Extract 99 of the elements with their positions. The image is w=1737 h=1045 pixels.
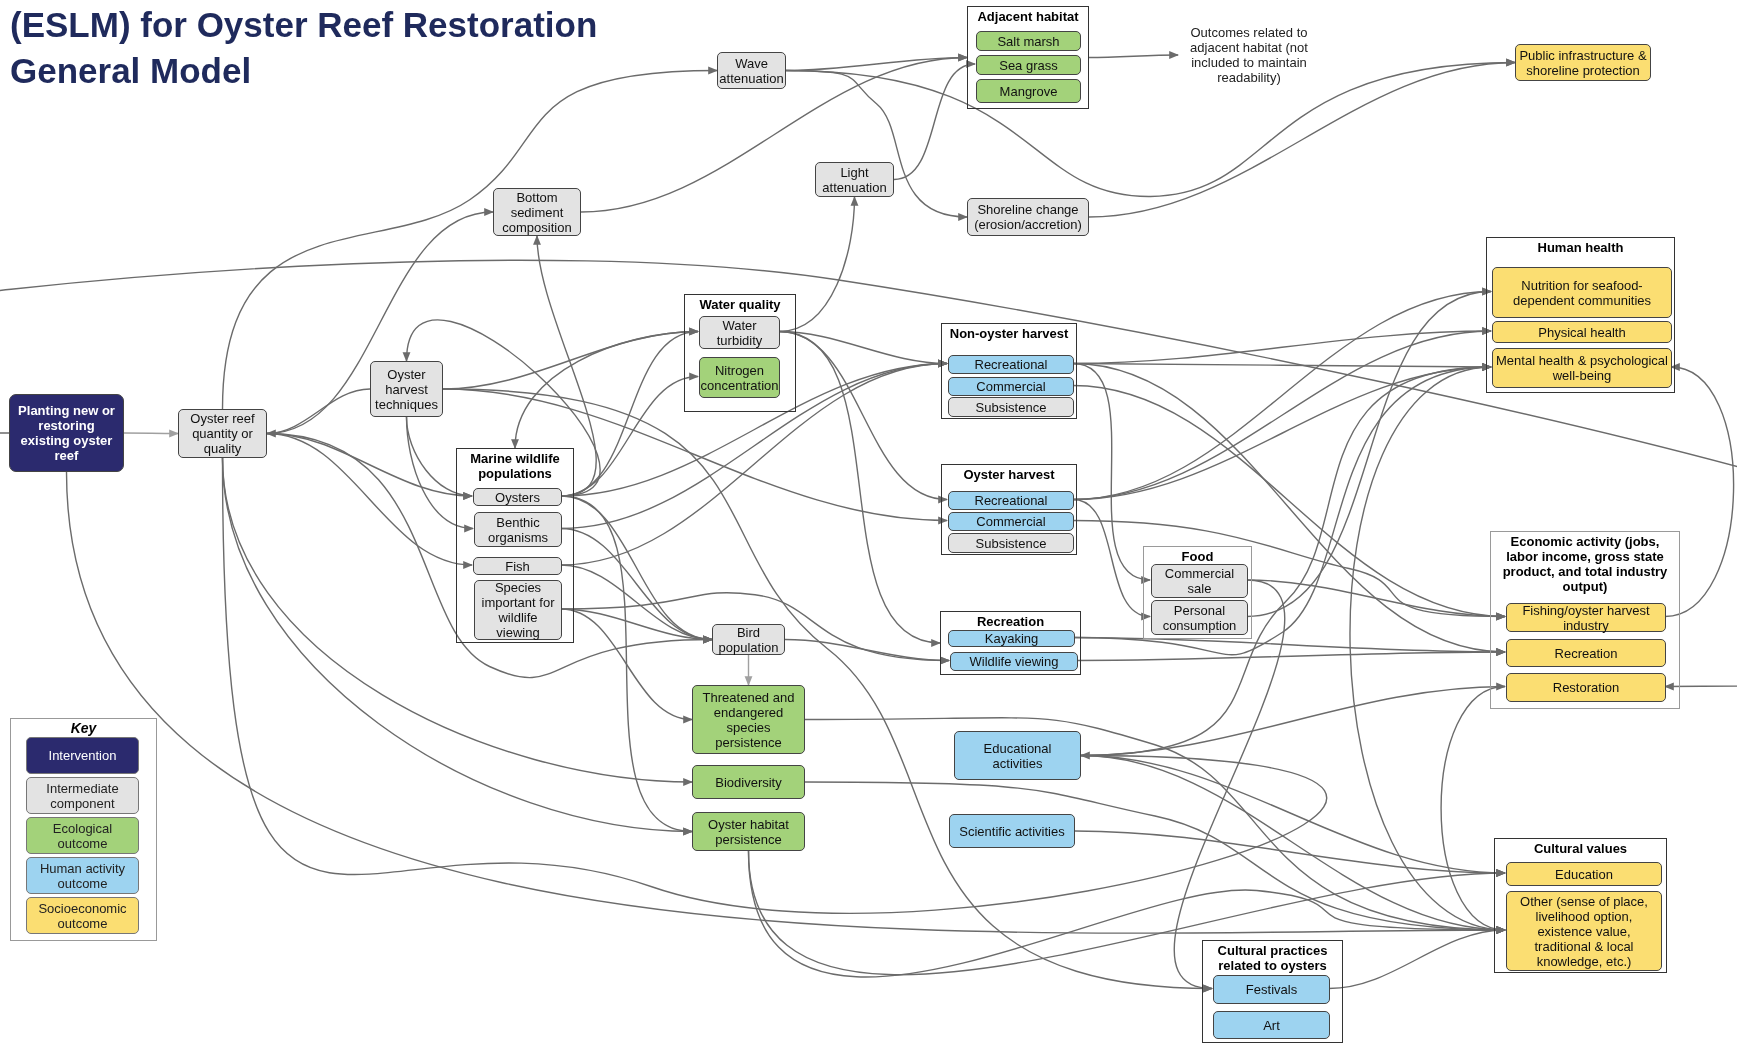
intermediate-box: Subsistence [948, 533, 1074, 553]
category-panel [1494, 838, 1667, 973]
category-panel [967, 6, 1089, 109]
arrow [1072, 498, 1151, 619]
arrow [221, 66, 718, 410]
intermediate-box: Personal consumption [1151, 600, 1248, 635]
ecological-outcome-box: Threatened and endangered species persistence [692, 685, 805, 754]
intermediate-box: Oyster reef quantity or quality [178, 409, 267, 458]
intermediate-box: Shoreline change (erosion/accretion) [967, 198, 1089, 236]
panel-heading: Adjacent habitat [976, 9, 1080, 24]
human-activity-box: Commercial [948, 377, 1074, 396]
arrow [744, 654, 753, 686]
intervention-box: Planting new or restoring existing oyster reef [9, 394, 124, 472]
category-panel [684, 294, 796, 412]
ecological-outcome-box: Nitrogen concentration [699, 357, 780, 398]
diagram-title: (ESLM) for Oyster Reef Restoration General Model [10, 4, 599, 92]
arrow [785, 69, 968, 221]
legend-swatch: Socioeconomic outcome [26, 897, 139, 934]
panel-heading: Recreation [975, 614, 1046, 629]
arrow [404, 320, 601, 497]
category-panel [1143, 546, 1252, 639]
socioeconomic-outcome-box: Nutrition for seafood-dependent communities [1492, 267, 1672, 318]
category-panel [1490, 531, 1680, 709]
panel-heading: Food [1180, 549, 1215, 564]
ecological-outcome-box: Sea grass [976, 55, 1081, 75]
arrow [580, 54, 968, 213]
category-panel [1202, 940, 1343, 1043]
intermediate-box: Wave attenuation [717, 52, 786, 89]
arrow [560, 608, 693, 722]
human-activity-box: Scientific activities [949, 814, 1075, 848]
human-activity-box: Wildlife viewing [950, 652, 1078, 671]
note-text: Outcomes related to adjacent habitat (not included to maintain readability) [1178, 24, 1320, 86]
intermediate-box: Benthic organisms [474, 512, 562, 547]
arrow [405, 416, 474, 532]
arrow [123, 429, 179, 438]
panel-heading: Marine wildlife populations [469, 451, 561, 481]
socioeconomic-outcome-box: Other (sense of place, livelihood option, existence value, traditional & local knowledge, etc.) [1506, 891, 1662, 971]
ecological-outcome-box: Biodiversity [692, 765, 805, 799]
arrow [1076, 648, 1506, 662]
human-activity-box: Recreational [948, 491, 1074, 510]
human-activity-box: Recreational [948, 355, 1074, 374]
panel-heading: Cultural practices related to oysters [1216, 943, 1329, 973]
intermediate-box: Light attenuation [815, 162, 894, 197]
arrow [266, 388, 371, 437]
socioeconomic-outcome-box: Recreation [1506, 639, 1666, 667]
arrow [221, 457, 1326, 914]
human-activity-box: Commercial [948, 512, 1074, 531]
arrow [533, 235, 597, 497]
intermediate-box: Water turbidity [699, 316, 780, 349]
arrow [1328, 926, 1506, 990]
human-activity-box: Educational activities [954, 731, 1081, 780]
arrow [1088, 51, 1179, 59]
intermediate-box: Species important for wildlife viewing [474, 580, 562, 640]
arrow [1664, 365, 1735, 618]
intermediate-box: Oysters [473, 488, 562, 506]
socioeconomic-outcome-box: Mental health & psychological well-being [1492, 348, 1672, 388]
arrow [893, 61, 976, 181]
ecological-outcome-box: Oyster habitat persistence [692, 812, 805, 851]
arrow [1440, 685, 1506, 932]
human-activity-box: Kayaking [948, 630, 1075, 647]
legend-swatch: Intervention [26, 737, 139, 774]
arrow [0, 259, 1737, 691]
socioeconomic-outcome-box: Physical health [1492, 321, 1672, 343]
legend-swatch: Ecological outcome [26, 817, 139, 854]
arrow [784, 638, 950, 665]
socioeconomic-outcome-box: Fishing/oyster harvest industry [1506, 603, 1666, 632]
socioeconomic-outcome-box: Restoration [1506, 673, 1666, 702]
panel-heading: Oyster harvest [962, 467, 1056, 482]
panel-heading: Cultural values [1532, 841, 1629, 856]
key-heading: Key [69, 720, 98, 736]
ecological-outcome-box: Salt marsh [976, 31, 1081, 51]
arrow [512, 330, 699, 449]
arrow [1174, 579, 1285, 990]
ecological-outcome-box: Mangrove [976, 79, 1081, 103]
intermediate-box: Commercial sale [1151, 564, 1248, 598]
panel-heading: Human health [1536, 240, 1625, 255]
panel-heading: Non-oyster harvest [948, 326, 1070, 341]
socioeconomic-outcome-box: Education [1506, 862, 1662, 886]
legend-swatch: Human activity outcome [26, 857, 139, 894]
category-panel [456, 448, 574, 643]
human-activity-box: Festivals [1213, 975, 1330, 1004]
socioeconomic-outcome-box: Public infrastructure & shoreline protection [1515, 44, 1651, 81]
category-panel [941, 464, 1077, 555]
category-panel [941, 323, 1077, 419]
arrow [1074, 830, 1506, 877]
arrow [1246, 289, 1492, 618]
category-panel [1486, 237, 1675, 393]
intermediate-box: Oyster harvest techniques [370, 361, 443, 417]
intermediate-box: Bird population [712, 624, 785, 655]
arrow [1088, 59, 1516, 218]
intermediate-box: Fish [473, 557, 562, 575]
arrow [778, 330, 941, 645]
human-activity-box: Art [1213, 1011, 1330, 1039]
category-panel [940, 611, 1081, 675]
legend-swatch: Intermediate component [26, 777, 139, 814]
intermediate-box: Subsistence [948, 397, 1074, 417]
intermediate-box: Bottom sediment composition [493, 188, 581, 236]
panel-heading: Economic activity (jobs, labor income, gross state product, and total industry output) [1501, 534, 1669, 594]
panel-heading: Water quality [698, 297, 782, 312]
